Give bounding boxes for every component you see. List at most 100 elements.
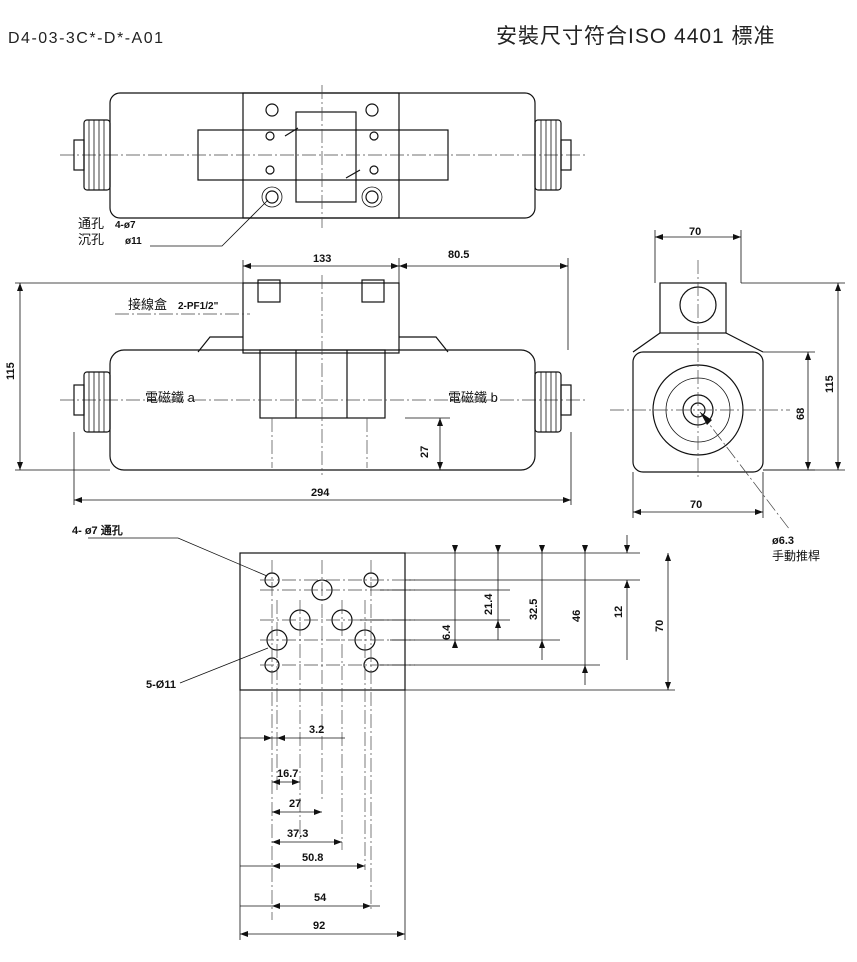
dim-arrow (582, 545, 588, 553)
front-coil-body (109, 349, 536, 471)
top-valve-block (242, 92, 400, 219)
top-counterbore (261, 186, 283, 208)
dim-70-top: 70 (689, 226, 701, 238)
dim-3-2: 3.2 (309, 724, 324, 736)
dim-arrow (452, 640, 458, 648)
top-right-nut (560, 139, 572, 171)
front-left-connector (83, 371, 111, 433)
top-bolt-hole (365, 190, 379, 204)
dim-arrow (633, 509, 641, 515)
dim-arrow (357, 863, 365, 869)
top-center-window (295, 111, 357, 203)
top-view: 通孔 4-ø7 沉孔 ø11 (60, 85, 585, 247)
top-left-nut (73, 139, 85, 171)
plate-hole-leader (88, 537, 268, 577)
dim-arrow (243, 263, 251, 269)
dim-arrow (272, 903, 280, 909)
dim-arrow (399, 263, 407, 269)
front-right-connector (534, 371, 562, 433)
dim-27-side: 27 (419, 446, 431, 458)
dim-arrow (272, 779, 280, 785)
dim-arrow (835, 462, 841, 470)
junction-box-label: 接線盒 (128, 297, 167, 312)
dim-arrow (539, 640, 545, 648)
top-counterbore (361, 186, 383, 208)
front-box-screw (361, 279, 385, 303)
dim-133-lines (242, 258, 400, 283)
dim-arrow (391, 263, 399, 269)
dim-6-4: 6.4 (441, 624, 453, 640)
front-port-lines (271, 418, 368, 468)
dim-80-5-lines (399, 258, 569, 350)
dim-70-bottom-lines (632, 472, 764, 518)
dim-arrow (733, 234, 741, 240)
dim-arrow (624, 580, 630, 588)
dim-46: 46 (571, 610, 583, 622)
dim-294-lines (73, 432, 572, 505)
dim-arrow (835, 283, 841, 291)
top-hole-leader (150, 199, 269, 247)
dim-70-bottom: 70 (690, 499, 702, 511)
front-block-divisions (295, 350, 348, 418)
dim-arrow (272, 839, 280, 845)
dim-arrow (272, 809, 280, 815)
dim-arrow (805, 462, 811, 470)
manual-pin-label: 手動推桿 (772, 548, 820, 563)
plate-extension-lines (360, 552, 675, 691)
top-pin-marks (284, 127, 361, 179)
manual-pin-dia: ø6.3 (772, 535, 794, 547)
dim-12-line (405, 535, 640, 660)
solenoid-a-label: 電磁鐵 a (145, 390, 196, 405)
counterbore-label: 沉孔 (78, 232, 104, 247)
manual-pin-leader (699, 411, 791, 531)
dim-arrow (582, 665, 588, 673)
dim-arrow (665, 682, 671, 690)
top-small-hole (265, 131, 275, 141)
dim-arrow (437, 418, 443, 426)
front-right-knurl (540, 372, 557, 432)
top-right-knurl (540, 120, 557, 190)
dim-12: 12 (613, 606, 625, 618)
dim-133: 133 (313, 253, 331, 265)
dim-arrow (437, 462, 443, 470)
dim-arrow (665, 553, 671, 561)
through-hole-2-label: 4- ø7 通孔 (72, 524, 123, 537)
dim-54: 54 (314, 892, 327, 904)
dim-92: 92 (313, 920, 325, 932)
dim-arrow (805, 352, 811, 360)
dim-arrow (560, 263, 568, 269)
side-view: 70 70 115 68 ø6.3 手動推桿 (610, 226, 845, 563)
port-holes-label: 5-Ø11 (146, 679, 176, 691)
dim-arrow (334, 839, 342, 845)
dim-70-plate: 70 (654, 620, 666, 632)
junction-box-spec: 2-PF1/2" (178, 301, 219, 312)
top-small-hole (369, 131, 379, 141)
dim-68-lines (763, 351, 815, 471)
dim-arrow (74, 497, 82, 503)
model-code: D4-03-3C*-D*-A01 (8, 30, 165, 47)
dim-32-5: 32.5 (528, 599, 540, 620)
through-hole-label: 通孔 (78, 216, 104, 231)
dim-arrow (539, 545, 545, 553)
dim-68: 68 (795, 408, 807, 420)
through-hole-spec: 4-ø7 (115, 220, 136, 231)
dim-arrow (292, 779, 300, 785)
dim-arrow (495, 620, 501, 628)
dim-arrow (17, 283, 23, 291)
iso-standard-note: 安裝尺寸符合ISO 4401 標准 (496, 25, 776, 48)
manual-pin-arrow (700, 412, 712, 425)
front-view: 電磁鐵 a 電磁鐵 b 接線盒 2-PF1/2" 133 80.5 115 (5, 249, 585, 505)
dim-arrow (624, 545, 630, 553)
plate-port-leader (179, 647, 269, 684)
dim-21-4: 21.4 (483, 593, 495, 615)
dim-arrow (563, 497, 571, 503)
plate-outline (239, 552, 406, 691)
front-left-nut (73, 384, 85, 416)
top-bolt-hole (265, 103, 279, 117)
solenoid-b-label: 電磁鐵 b (448, 390, 498, 405)
plate-edge-extensions (239, 690, 406, 940)
dim-294: 294 (311, 487, 330, 499)
dim-arrow (277, 735, 285, 741)
